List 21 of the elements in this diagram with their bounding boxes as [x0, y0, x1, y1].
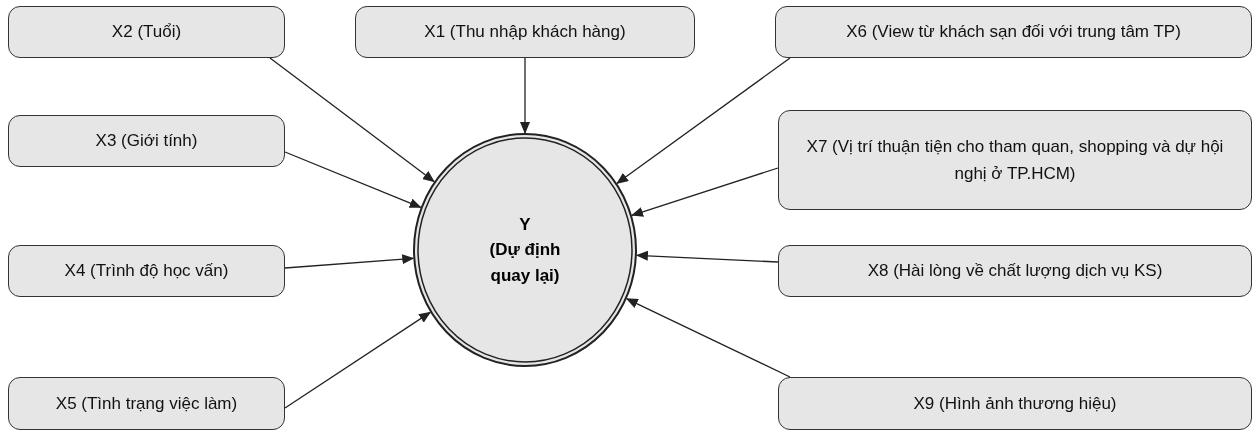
- factor-box: X9 (Hình ảnh thương hiệu): [778, 377, 1252, 430]
- arrow: [616, 57, 791, 184]
- factor-box: X5 (Tình trạng việc làm): [8, 377, 285, 430]
- arrow: [269, 57, 435, 183]
- factor-box: X6 (View từ khách sạn đối với trung tâm TP): [775, 6, 1252, 58]
- factor-box: X4 (Trình độ học vấn): [8, 245, 285, 297]
- node-label: Y: [519, 213, 531, 236]
- arrow: [520, 57, 530, 134]
- factor-box: X2 (Tuổi): [8, 6, 285, 58]
- factor-box: X8 (Hài lòng về chất lượng dịch vụ KS): [778, 245, 1252, 297]
- arrow: [631, 167, 779, 217]
- factor-box: X1 (Thu nhập khách hàng): [355, 6, 695, 58]
- arrow: [284, 151, 422, 209]
- factor-box: X3 (Giới tính): [8, 115, 285, 167]
- arrow: [635, 250, 779, 263]
- arrow: [284, 254, 415, 269]
- node-label: (Dự định quay lại): [488, 239, 562, 287]
- arrow: [625, 298, 791, 378]
- arrow: [284, 311, 432, 409]
- outcome-circle: [413, 133, 637, 367]
- factor-box: X7 (Vị trí thuận tiện cho tham quan, shopping và dự hội nghị ở TP.HCM): [778, 110, 1252, 210]
